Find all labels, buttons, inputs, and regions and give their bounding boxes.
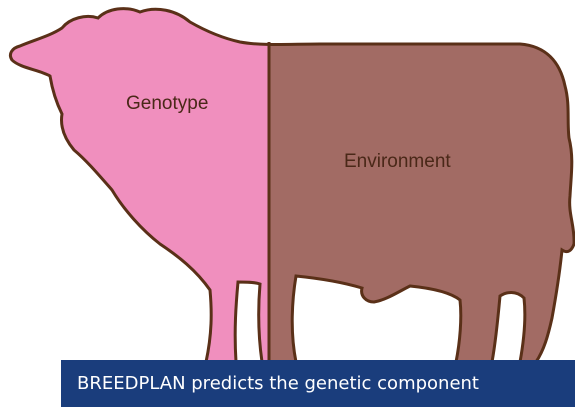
genotype-label: Genotype [126,93,208,114]
caption-banner: BREEDPLAN predicts the genetic component [61,360,575,407]
environment-label: Environment [344,151,451,172]
caption-text: BREEDPLAN predicts the genetic component [77,373,479,394]
